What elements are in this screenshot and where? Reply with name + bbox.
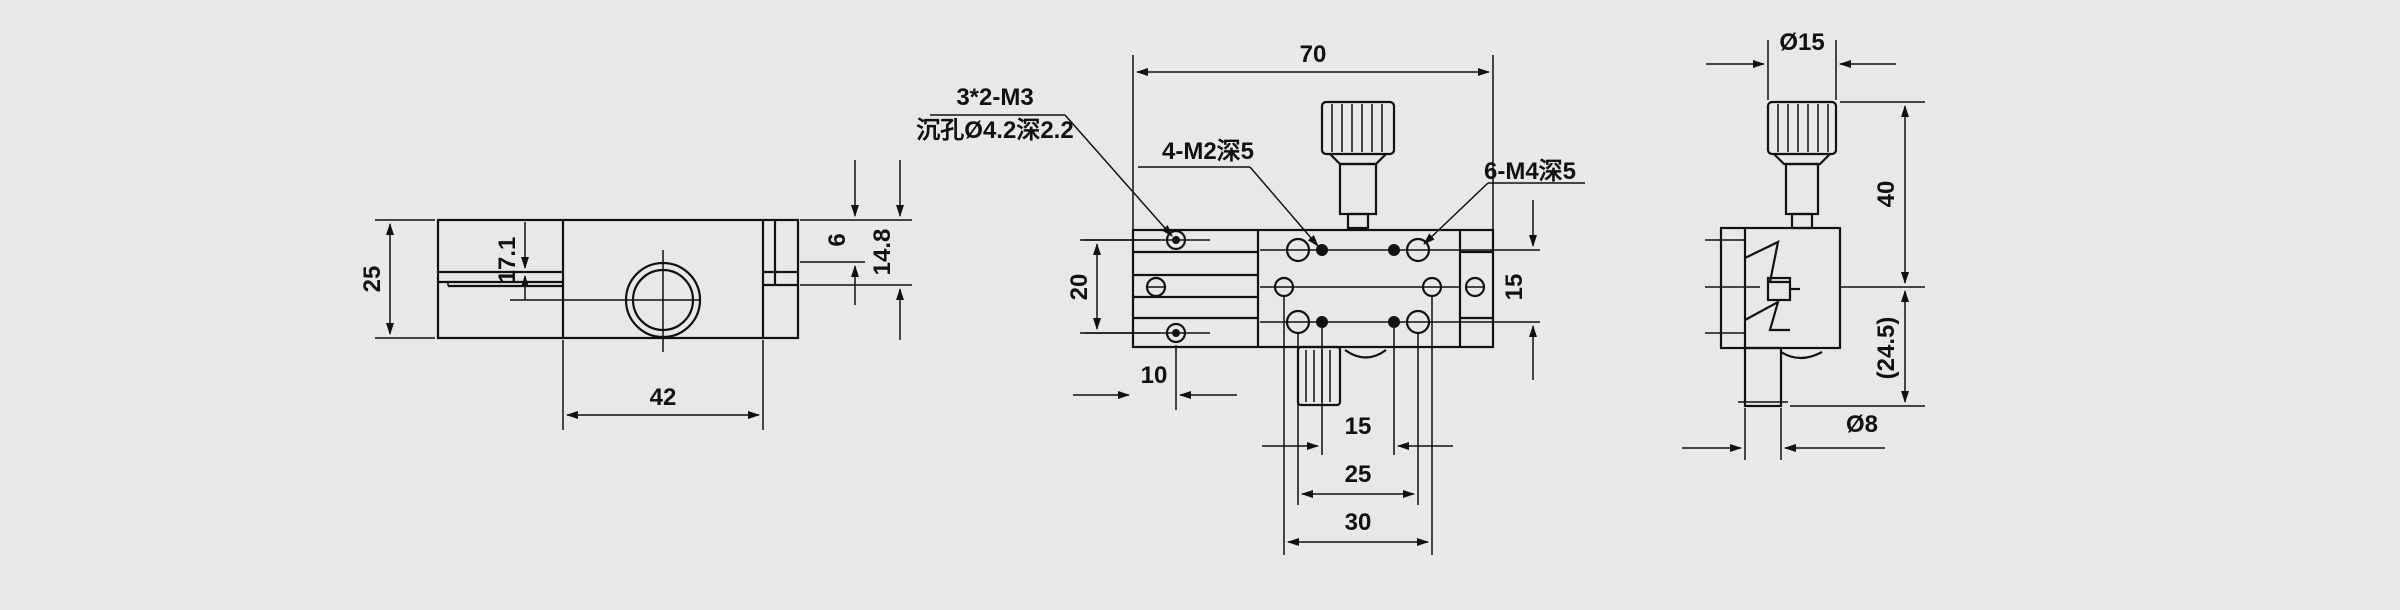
dim-left-right: 14.8 <box>869 229 896 276</box>
dim-left-height: 25 <box>359 266 386 293</box>
dim-front-inner-25: 25 <box>1345 461 1372 488</box>
dim-front-width: 70 <box>1300 41 1327 68</box>
dim-front-left-height: 20 <box>1066 274 1093 301</box>
front-body <box>1131 228 1495 349</box>
dim-right-knob: Ø15 <box>1779 29 1824 56</box>
note-holes-line1: 3*2-M3 <box>956 84 1033 111</box>
dim-right-height: 40 <box>1873 181 1900 208</box>
front-knob <box>1320 100 1396 156</box>
note-holes-line2: 沉孔Ø4.2深2.2 <box>916 117 1073 144</box>
dim-front-left-offset: 10 <box>1141 362 1168 389</box>
dim-left-inner: 17.1 <box>494 237 521 284</box>
dim-right-lower: (24.5) <box>1873 317 1900 380</box>
dim-right-shaft: Ø8 <box>1846 411 1878 438</box>
dim-front-inner-15: 15 <box>1345 413 1372 440</box>
note-m2: 4-M2深5 <box>1162 138 1254 165</box>
dim-left-top: 6 <box>824 233 851 246</box>
side-knob <box>1766 100 1838 156</box>
note-m4: 6-M4深5 <box>1484 158 1576 185</box>
left-view: 25 17.1 6 14.8 42 <box>359 160 912 430</box>
dim-front-right-height: 15 <box>1501 274 1528 301</box>
front-view: 70 <box>916 41 1585 555</box>
right-view: Ø15 40 <box>1682 29 1925 460</box>
dim-left-width: 42 <box>650 384 677 411</box>
dim-front-bottom-30: 30 <box>1345 509 1372 536</box>
